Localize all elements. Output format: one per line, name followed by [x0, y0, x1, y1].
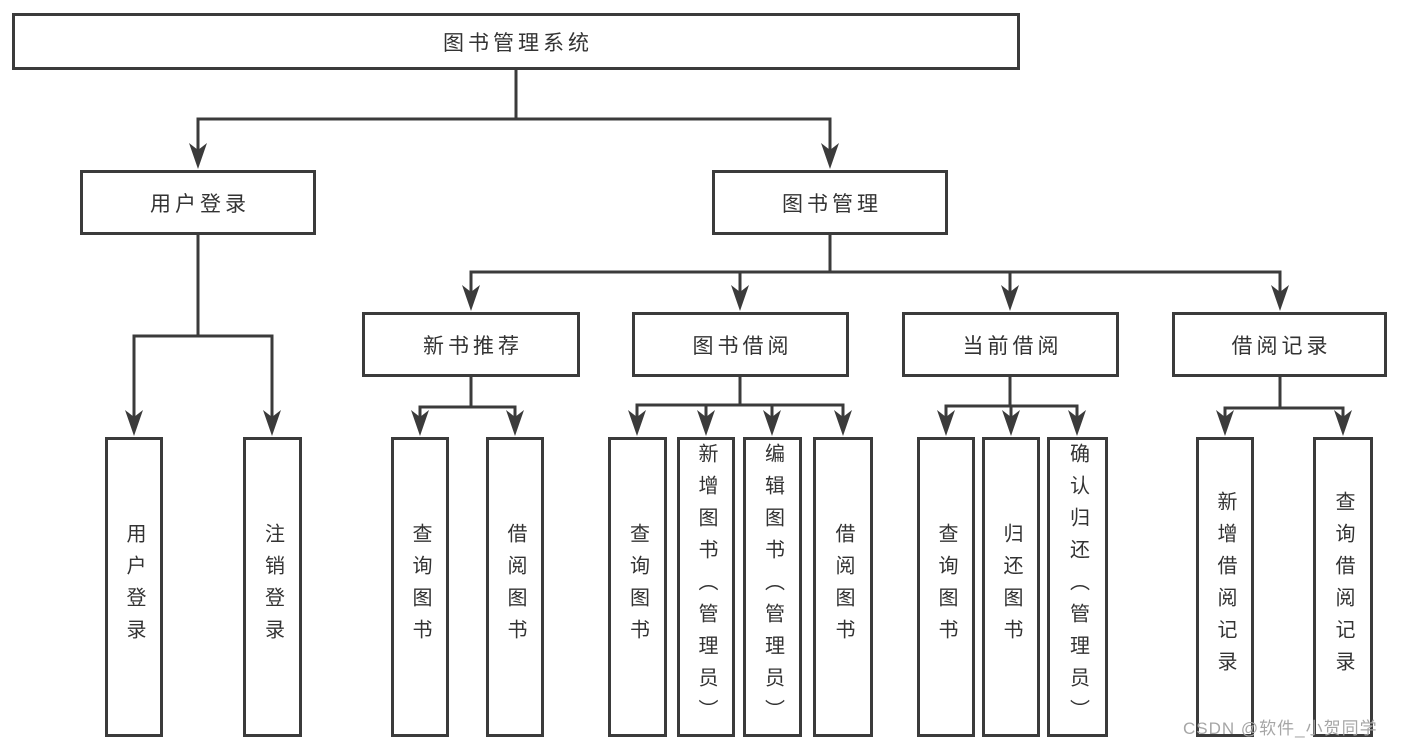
arrowhead-icon: [697, 410, 715, 436]
node-book-borrow: 图书借阅: [632, 312, 849, 377]
node-bb-edit: 编辑图书（管理员）: [743, 437, 802, 737]
watermark-text: CSDN @软件_小贺同学: [1183, 719, 1378, 738]
node-br-add: 新增借阅记录: [1196, 437, 1254, 737]
arrowhead-icon: [1001, 285, 1019, 311]
node-bb-add: 新增图书（管理员）: [677, 437, 735, 737]
node-logout-leaf: 注销登录: [243, 437, 302, 737]
node-cb-return: 归还图书: [982, 437, 1040, 737]
arrowhead-icon: [1068, 410, 1086, 436]
node-nbr-query: 查询图书: [391, 437, 449, 737]
node-cb-confirm: 确认归还（管理员）: [1047, 437, 1108, 737]
arrowhead-icon: [462, 285, 480, 311]
arrowhead-icon: [1002, 410, 1020, 436]
arrowhead-icon: [834, 410, 852, 436]
arrowhead-icon: [263, 410, 281, 436]
arrowhead-icon: [731, 285, 749, 311]
node-borrow-records: 借阅记录: [1172, 312, 1387, 377]
node-user-login: 用户登录: [80, 170, 316, 235]
arrowhead-icon: [1216, 410, 1234, 436]
arrowhead-icon: [411, 410, 429, 436]
node-book-mgmt: 图书管理: [712, 170, 948, 235]
node-new-book-rec: 新书推荐: [362, 312, 580, 377]
arrowhead-icon: [1334, 410, 1352, 436]
node-current-borrow: 当前借阅: [902, 312, 1119, 377]
node-br-query: 查询借阅记录: [1313, 437, 1373, 737]
arrowhead-icon: [763, 410, 781, 436]
arrowhead-icon: [506, 410, 524, 436]
arrowhead-icon: [125, 410, 143, 436]
arrowhead-icon: [821, 143, 839, 169]
arrowhead-icon: [628, 410, 646, 436]
node-root: 图书管理系统: [12, 13, 1020, 70]
node-nbr-borrow: 借阅图书: [486, 437, 544, 737]
arrowhead-icon: [189, 143, 207, 169]
node-bb-borrow: 借阅图书: [813, 437, 873, 737]
node-cb-query: 查询图书: [917, 437, 975, 737]
node-bb-query: 查询图书: [608, 437, 667, 737]
node-login-leaf: 用户登录: [105, 437, 163, 737]
arrowhead-icon: [937, 410, 955, 436]
arrowhead-icon: [1271, 285, 1289, 311]
